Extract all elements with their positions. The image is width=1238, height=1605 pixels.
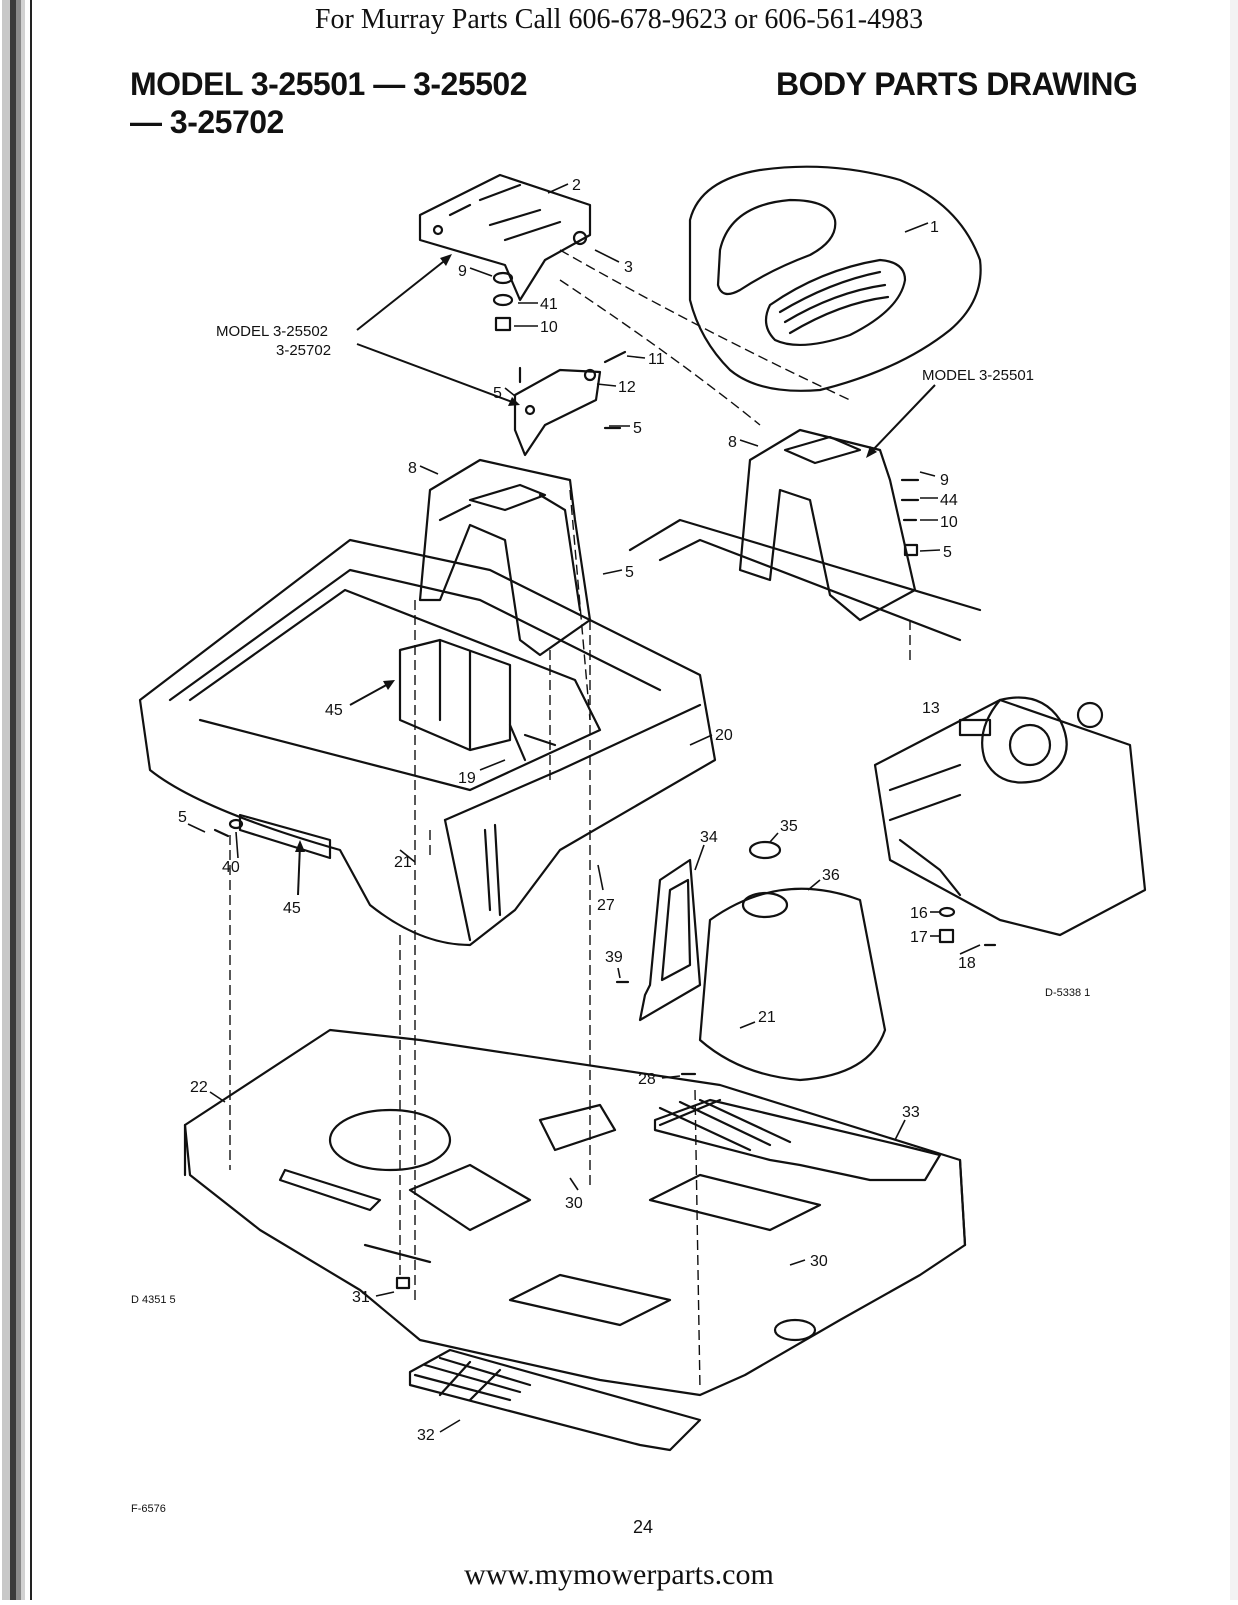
part-label: 12 xyxy=(618,379,636,396)
model-callout-left-2: 3-25702 xyxy=(276,342,331,359)
website-footer: www.mymowerparts.com xyxy=(464,1558,774,1591)
part-label: 20 xyxy=(715,727,733,744)
part-label: 5 xyxy=(625,564,634,581)
model-title-line2: — 3-25702 xyxy=(130,104,284,140)
part-label: 5 xyxy=(633,420,642,437)
footrest-base-part xyxy=(183,1028,967,1397)
part-label: 11 xyxy=(648,351,665,368)
part-label: 34 xyxy=(700,829,718,846)
part-label: 32 xyxy=(417,1427,435,1444)
part-label: 30 xyxy=(565,1195,583,1212)
part-label: 1 xyxy=(930,219,939,236)
page-number: 24 xyxy=(633,1517,654,1537)
part-label: 5 xyxy=(493,385,502,402)
part-label: 45 xyxy=(283,900,301,917)
form-code: F-6576 xyxy=(131,1503,166,1515)
part-label: 17 xyxy=(910,929,928,946)
battery-part xyxy=(398,638,512,752)
side-panel-part xyxy=(638,858,702,1022)
part-label: 31 xyxy=(352,1289,370,1306)
part-label: 9 xyxy=(458,263,467,280)
seat-part xyxy=(688,165,982,392)
grip-mat-left-part xyxy=(408,1348,702,1452)
part-label: 2 xyxy=(572,177,581,194)
parts-contact-header: For Murray Parts Call 606-678-9623 or 60… xyxy=(314,4,924,35)
part-label: 30 xyxy=(810,1253,828,1270)
part-label: 3 xyxy=(624,259,633,276)
part-label: 5 xyxy=(178,809,187,826)
part-label: 27 xyxy=(597,897,615,914)
dash-shroud-part xyxy=(698,887,887,1082)
part-label: 33 xyxy=(902,1104,920,1121)
part-label: 21 xyxy=(758,1009,776,1026)
part-label: 8 xyxy=(728,434,737,451)
part-label: 35 xyxy=(780,818,798,835)
part-label: 36 xyxy=(822,867,840,884)
scan-right-edge xyxy=(1230,0,1238,1600)
seat-adjust-bracket-part xyxy=(513,368,602,457)
fender-body-part xyxy=(138,538,717,947)
part-label: 21 xyxy=(394,854,412,871)
part-label: 5 xyxy=(943,544,952,561)
part-label: 39 xyxy=(605,949,623,966)
seat-support-right-part xyxy=(738,428,917,622)
model-callout-right: MODEL 3-25501 xyxy=(922,367,1034,384)
seat-support-center-part xyxy=(418,458,592,657)
part-label: 41 xyxy=(540,296,558,313)
drawing-title: BODY PARTS DRAWING xyxy=(776,66,1138,102)
part-label: 18 xyxy=(958,955,976,972)
part-label: 44 xyxy=(940,492,958,509)
part-label: 13 xyxy=(922,700,940,717)
part-label: 45 xyxy=(325,702,343,719)
seat-bracket-part xyxy=(418,173,592,302)
part-label: 8 xyxy=(408,460,417,477)
model-callout-left-1: MODEL 3-25502 xyxy=(216,323,328,340)
scan-edge-shadow xyxy=(0,0,40,1600)
part-label: 10 xyxy=(940,514,958,531)
part-label: 19 xyxy=(458,770,476,787)
part-label: 10 xyxy=(540,319,558,336)
grip-mat-right-part xyxy=(653,1098,942,1182)
part-label: 16 xyxy=(910,905,928,922)
engine-drawing-code: D-5338 1 xyxy=(1045,987,1090,999)
engine-part xyxy=(873,696,1147,937)
part-label: 22 xyxy=(190,1079,208,1096)
part-label: 9 xyxy=(940,472,949,489)
part-label: 40 xyxy=(222,859,240,876)
part-label: 28 xyxy=(638,1071,656,1088)
model-title-line1: MODEL 3-25501 — 3-25502 xyxy=(130,66,528,102)
base-drawing-code: D 4351 5 xyxy=(131,1294,176,1306)
